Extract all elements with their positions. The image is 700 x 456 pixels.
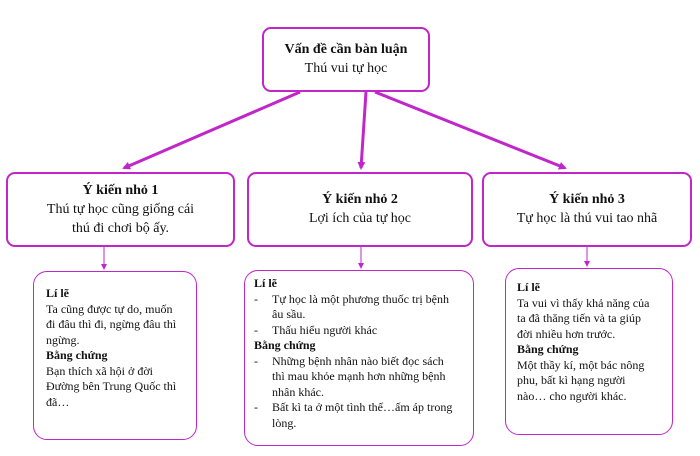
bullet-line: âu sầu. [272,307,306,321]
bullet-dash: - [254,322,258,337]
topic-box: Vấn đề cần bàn luận Thú vui tự học [262,27,430,92]
opinion-box-1: Ý kiến nhỏ 1 Thú tự học cũng giống cái t… [6,172,235,247]
detail-box-2: Lí lẽ - Tự học là một phương thuốc trị b… [244,270,474,446]
opinion-box-2: Ý kiến nhỏ 2 Lợi ích của tự học [247,172,473,247]
bullet-line: Những bệnh nhân nào biết đọc sách [272,353,444,368]
topic-title: Vấn đề cần bàn luận [284,42,408,57]
evidence-line: đã… [46,394,70,409]
reason-heading: Lí lẽ [254,276,277,290]
reason-bullet: - Thấu hiểu người khác [254,323,467,339]
opinion-text-line: Lợi ích của tự học [308,211,412,226]
evidence-bullet: - Những bệnh nhân nào biết đọc sách thì … [254,354,467,401]
reason-bullet: - Tự học là một phương thuốc trị bệnh âu… [254,292,467,323]
bullet-line: lòng. [272,415,297,430]
reason-heading: Lí lẽ [517,280,540,294]
evidence-line: Bạn thích xã hội ở đời [46,363,154,378]
opinion-title: Ý kiến nhỏ 3 [549,192,625,207]
reason-heading: Lí lẽ [46,286,69,300]
opinion-text-line: Tự học là thú vui tao nhã [516,211,658,226]
bullet-dash: - [254,291,258,306]
arrow-top-to-opinion-2 [357,91,368,170]
opinion-text-line: thú đi chơi bộ ấy. [71,220,170,236]
reason-line: Ta vui vì thấy khả năng của [517,295,650,310]
reason-line: đời nhiều hơn trước. [517,326,616,341]
detail-box-1: Lí lẽ Ta cũng được tự do, muốn đi đâu th… [33,271,197,440]
opinion-title: Ý kiến nhỏ 1 [82,182,159,198]
bullet-dash: - [254,400,258,414]
reason-line: đi đâu thì đi, ngừng đâu thì [46,317,177,331]
bullet-line: Bất kì ta ở một tình thế…ấm áp trong [272,400,453,414]
evidence-line: Một thầy kí, một bác nông [517,357,645,372]
reason-line: Ta cũng được tự do, muốn [46,301,173,316]
bullet-dash: - [254,353,258,368]
opinion-text-line: Thú tự học cũng giống cái [46,201,195,217]
evidence-heading: Bằng chứng [254,338,316,352]
bullet-line: Tự học là một phương thuốc trị bệnh [272,291,449,306]
evidence-heading: Bằng chứng [46,348,108,362]
reason-line: ta đã thăng tiến và ta giúp [517,311,641,325]
evidence-line: nào… cho người khác. [517,388,627,403]
opinion-title: Ý kiến nhỏ 2 [322,192,398,207]
bullet-line: Thấu hiểu người khác [272,322,378,337]
evidence-line: phu, bất kì hạng người [517,373,626,387]
bullet-line: nhân khác. [272,384,324,399]
detail-box-3: Lí lẽ Ta vui vì thấy khả năng của ta đã … [505,268,673,435]
bullet-line: thì mau khỏe mạnh hơn những bệnh [272,369,446,383]
arrow-top-to-opinion-1 [122,90,301,170]
evidence-line: Đường bên Trung Quốc thì [46,379,177,393]
opinion-box-3: Ý kiến nhỏ 3 Tự học là thú vui tao nhã [482,172,692,247]
topic-subtitle: Thú vui tự học [304,61,388,76]
evidence-bullet: - Bất kì ta ở một tình thế…ấm áp trong l… [254,400,467,431]
arrow-top-to-opinion-3 [374,90,567,170]
evidence-heading: Bằng chứng [517,342,579,356]
reason-line: ngừng. [46,332,80,347]
